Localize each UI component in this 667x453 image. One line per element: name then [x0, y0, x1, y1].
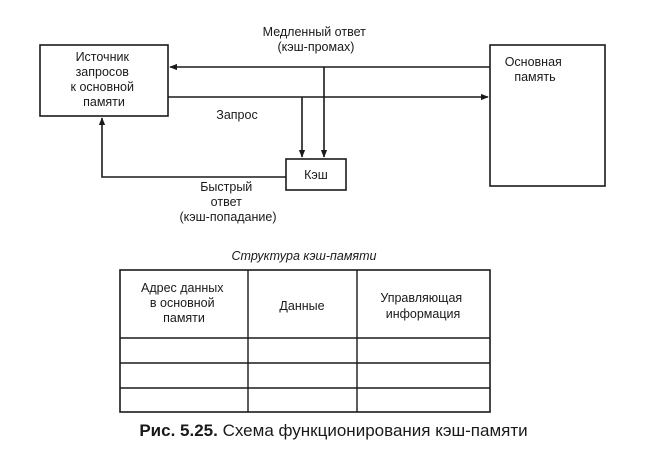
- request-source-box: [39, 44, 169, 117]
- cache-diagram: Источник запросов к основной памяти Осно…: [39, 25, 606, 413]
- memory-line-1: Основная: [505, 55, 562, 69]
- main-memory-box: [489, 44, 606, 187]
- request-label: Запрос: [216, 108, 257, 122]
- fast-response-line-2: ответ: [211, 195, 242, 209]
- figure-caption: Рис. 5.25. Схема функционирования кэш-па…: [0, 421, 667, 441]
- table-header-control: Управляющая информация: [380, 291, 465, 321]
- source-line-3: к основной: [71, 80, 134, 94]
- slow-response-line-2: (кэш-промах): [278, 40, 355, 54]
- fast-response-line-3: (кэш-попадание): [179, 210, 276, 224]
- table-title: Структура кэш-памяти: [232, 249, 377, 263]
- fast-response-line-1: Быстрый: [200, 180, 252, 194]
- slow-response-line-1: Медленный ответ: [263, 25, 366, 39]
- request-source-label: Источник запросов к основной памяти: [71, 50, 138, 109]
- header-address-line-1: Адрес данных: [141, 281, 224, 295]
- source-line-1: Источник: [76, 50, 130, 64]
- header-address-line-2: в основной: [150, 296, 215, 310]
- cache-structure-table: [119, 269, 491, 413]
- source-line-4: памяти: [83, 95, 125, 109]
- fast-response-label: Быстрый ответ (кэш-попадание): [179, 180, 276, 224]
- main-memory-label: Основная память: [505, 55, 566, 84]
- header-control-line-2: информация: [386, 307, 461, 321]
- table-header-data: Данные: [279, 299, 324, 313]
- header-address-line-3: памяти: [163, 311, 205, 325]
- figure-number: Рис. 5.25.: [139, 421, 218, 440]
- slow-response-label: Медленный ответ (кэш-промах): [263, 25, 370, 54]
- figure-caption-text: Схема функционирования кэш-памяти: [222, 421, 528, 440]
- source-line-2: запросов: [76, 65, 130, 79]
- header-control-line-1: Управляющая: [380, 291, 462, 305]
- cache-box: [285, 158, 347, 191]
- cache-label: Кэш: [304, 168, 328, 182]
- table-header-address: Адрес данных в основной памяти: [141, 281, 227, 325]
- fast-response-arrow: [98, 117, 286, 178]
- memory-line-2: память: [514, 70, 555, 84]
